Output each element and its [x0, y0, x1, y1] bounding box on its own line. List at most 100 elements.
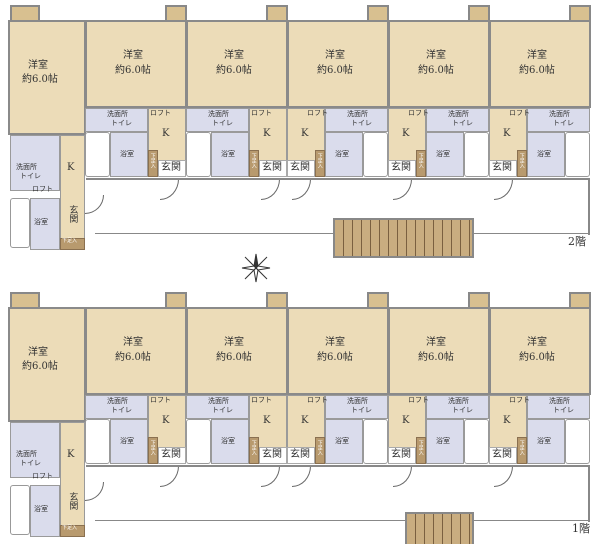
bath-label: 浴室 [221, 437, 235, 445]
bathtub [186, 419, 211, 464]
entrance-label: 玄関 [290, 162, 310, 173]
washroom-label: 洗面所 [208, 110, 229, 118]
washroom-toilet [325, 395, 388, 419]
shoe-cabinet [315, 437, 325, 464]
washroom-toilet [10, 135, 60, 191]
entrance [388, 447, 416, 464]
bath-label: 浴室 [436, 150, 450, 158]
bathroom [527, 419, 565, 464]
entrance-label: 玄関 [262, 449, 282, 460]
shoe-cabinet [315, 150, 325, 177]
bath-label: 浴室 [120, 150, 134, 158]
room-size: 約6.0帖 [216, 352, 252, 363]
room-label: 洋室 [325, 50, 345, 61]
shoe-cabinet [249, 437, 259, 464]
entrance [489, 160, 517, 177]
room-label: 洋室 [123, 337, 143, 348]
entrance-door [261, 179, 280, 200]
kitchen-label: K [301, 415, 309, 426]
bath-label: 浴室 [537, 437, 551, 445]
entrance [158, 160, 186, 177]
entrance-label: 玄関 [67, 492, 78, 510]
loft-label: ロフト [251, 109, 272, 117]
washroom-label: 洗面所 [16, 163, 37, 171]
room-label: 洋室 [28, 347, 48, 358]
f1-unit-5-room [489, 307, 591, 395]
kitchen-label: K [263, 415, 271, 426]
washroom-label: 洗面所 [347, 110, 368, 118]
bathtub [464, 132, 489, 177]
room-label: 洋室 [325, 337, 345, 348]
shoe-cabinet [517, 437, 527, 464]
shoe-cabinet [60, 525, 85, 537]
washroom-label: 洗面所 [107, 110, 128, 118]
kitchen-label: K [162, 415, 170, 426]
shoe-cabinet [249, 150, 259, 177]
loft-label: ロフト [307, 396, 328, 404]
f2-unit-1-room [85, 20, 187, 108]
shoe-cabinet [148, 150, 158, 177]
room-label: 洋室 [426, 50, 446, 61]
toilet-label: トイレ [351, 119, 372, 127]
door [85, 195, 104, 214]
bathtub [10, 485, 30, 535]
room-size: 約6.0帖 [22, 361, 58, 372]
kitchen [60, 422, 85, 537]
bathroom [325, 419, 363, 464]
washroom-label: 洗面所 [549, 110, 570, 118]
loft-label: ロフト [307, 109, 328, 117]
toilet-label: トイレ [452, 406, 473, 414]
shoe-cabinet [148, 437, 158, 464]
toilet-label: トイレ [553, 406, 574, 414]
entrance [158, 447, 186, 464]
loft-label: ロフト [408, 109, 429, 117]
washroom-toilet [186, 108, 249, 132]
shoe-label: 下足入 [149, 153, 156, 168]
kitchen-label: K [503, 415, 511, 426]
bathroom [211, 132, 249, 177]
entrance-door [292, 179, 311, 200]
loft-label: ロフト [408, 396, 429, 404]
room-size: 約6.0帖 [115, 352, 151, 363]
f1-unit-2-room [186, 307, 288, 395]
toilet-label: トイレ [20, 172, 41, 180]
shoe-label: 下足入 [417, 440, 424, 455]
bathtub [10, 198, 30, 248]
shoe-label: 下足入 [316, 153, 323, 168]
bathroom [527, 132, 565, 177]
bath-label: 浴室 [436, 437, 450, 445]
north-arrow-icon [241, 253, 271, 283]
room-size: 約6.0帖 [216, 65, 252, 76]
entrance [388, 160, 416, 177]
toilet-label: トイレ [452, 119, 473, 127]
floor-label-1f: 1階 [572, 522, 590, 535]
bathtub [186, 132, 211, 177]
shoe-cabinet [416, 150, 426, 177]
staircase-1f [405, 512, 474, 544]
loft-label: ロフト [32, 472, 53, 480]
f2-unit-4-room [388, 20, 490, 108]
kitchen-label: K [67, 449, 75, 460]
entrance-door [494, 466, 513, 487]
corridor-rail [95, 520, 590, 521]
toilet-label: トイレ [212, 406, 233, 414]
entrance-door [494, 179, 513, 200]
f2-unit-3-room [287, 20, 389, 108]
washroom-toilet [527, 395, 590, 419]
toilet-label: トイレ [553, 119, 574, 127]
bathroom [110, 419, 148, 464]
washroom-toilet [85, 108, 148, 132]
entrance [259, 447, 287, 464]
bathtub [85, 419, 110, 464]
entrance-label: 玄関 [492, 162, 512, 173]
bathroom [426, 132, 464, 177]
room-size: 約6.0帖 [317, 65, 353, 76]
washroom-label: 洗面所 [107, 397, 128, 405]
kitchen-label: K [503, 128, 511, 139]
washroom-label: 洗面所 [448, 397, 469, 405]
loft-label: ロフト [150, 396, 171, 404]
toilet-label: トイレ [20, 459, 41, 467]
entrance-door [160, 466, 179, 487]
bath-label: 浴室 [34, 505, 48, 513]
f1-unit-3-room [287, 307, 389, 395]
